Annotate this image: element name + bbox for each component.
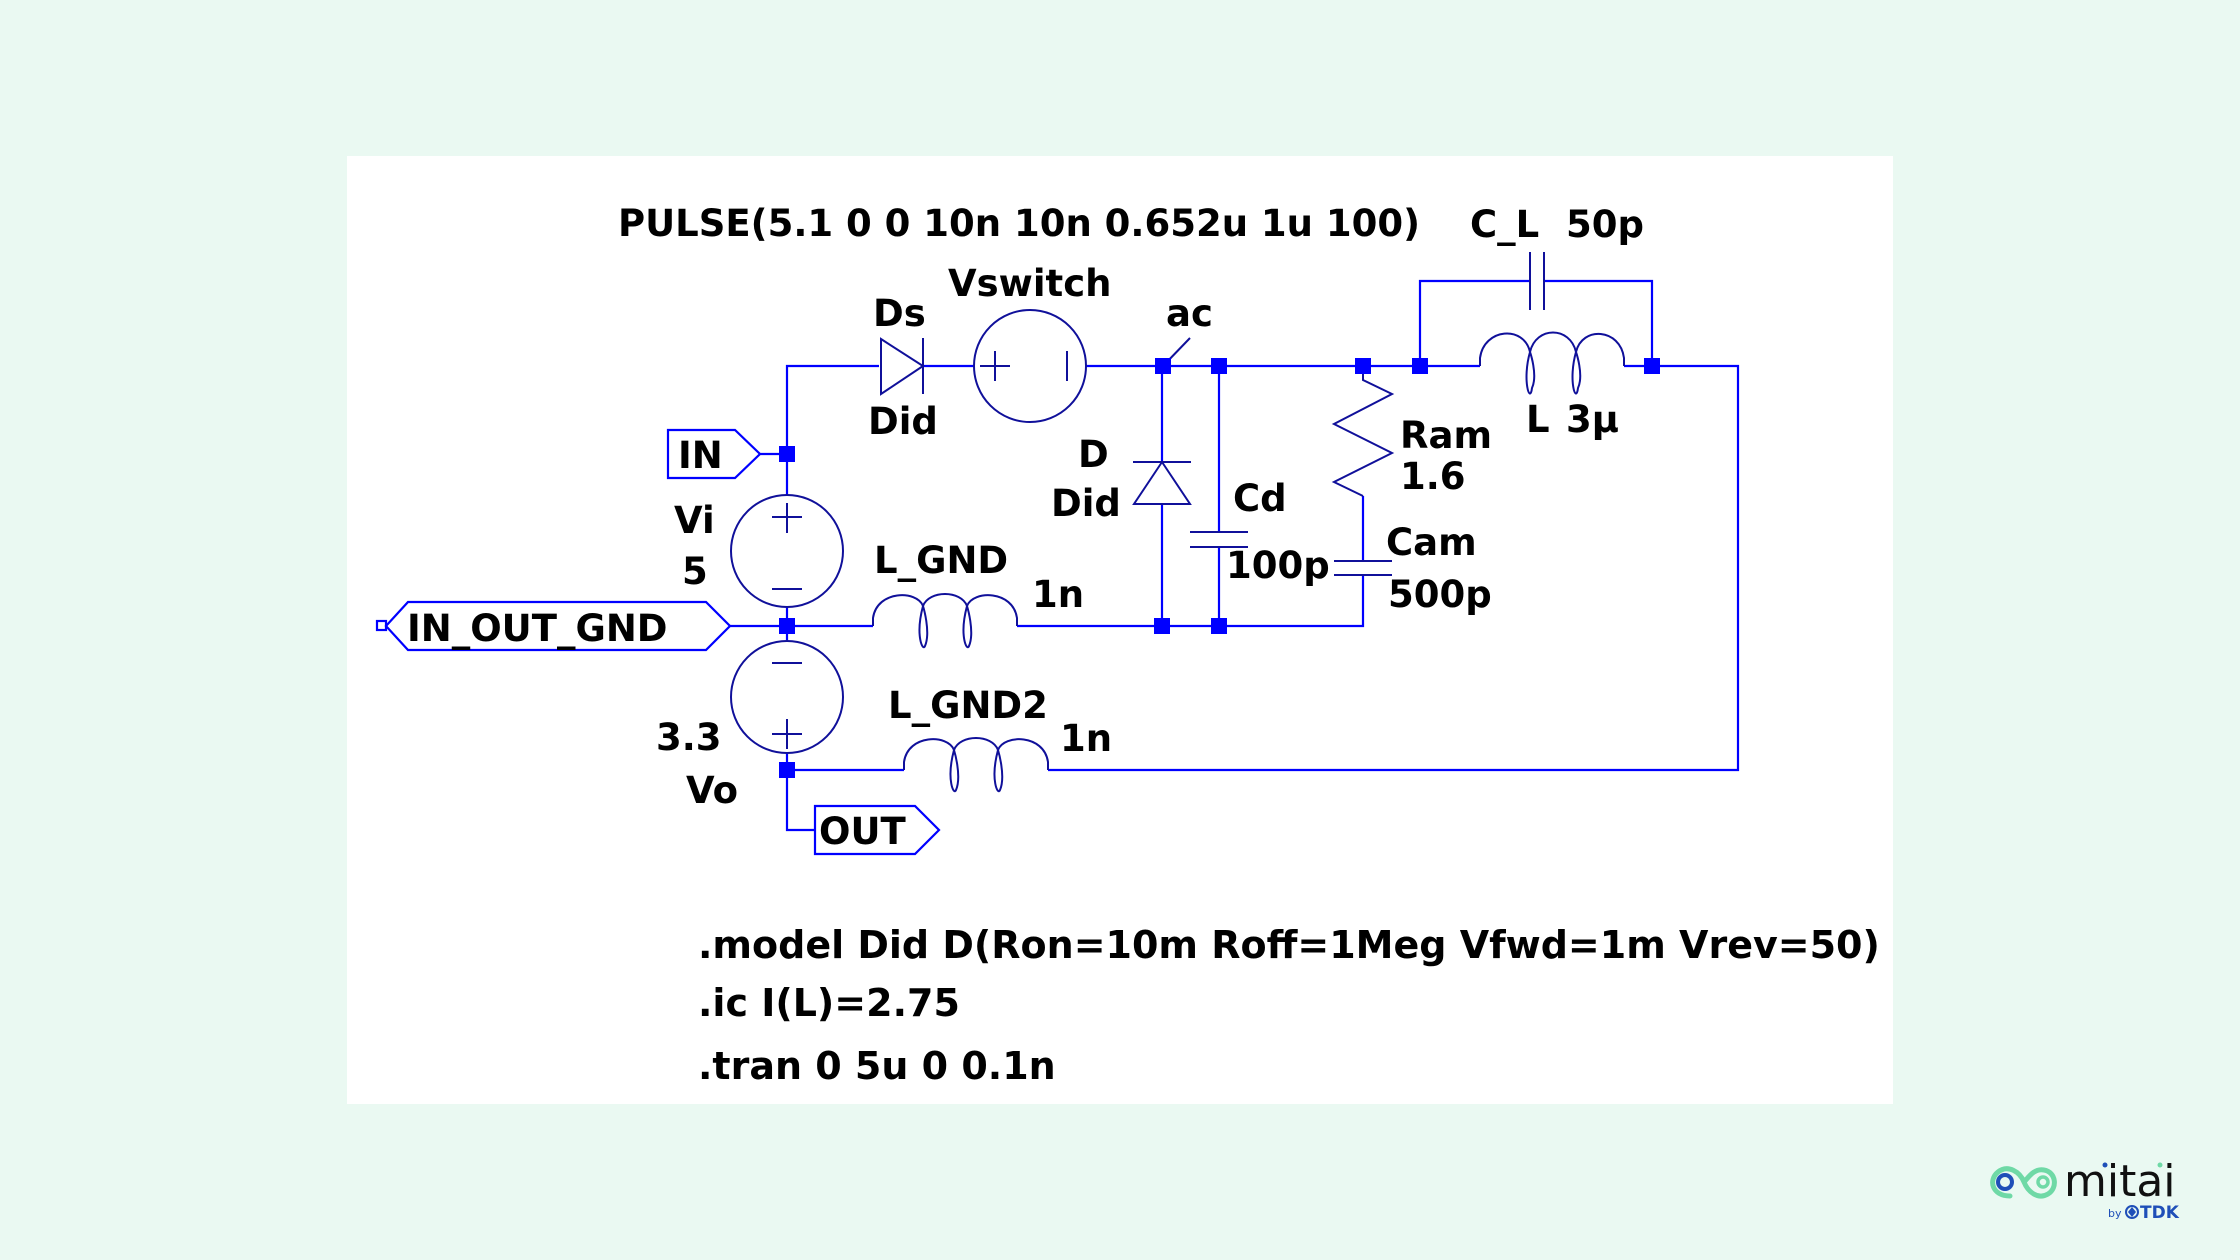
node-d-gnd: [1154, 618, 1170, 634]
node-out: [779, 762, 795, 778]
c-l-name: C_L: [1470, 203, 1539, 246]
directive-tran[interactable]: .tran 0 5u 0 0.1n: [698, 1044, 1056, 1088]
ds-model: Did: [868, 400, 938, 443]
l-gnd2-name: L_GND2: [888, 684, 1048, 727]
inductor-l-gnd2[interactable]: [903, 737, 1049, 793]
vi-value: 5: [682, 550, 708, 593]
d-name: D: [1078, 433, 1109, 476]
l-name: L: [1526, 398, 1550, 441]
voltage-source-vswitch[interactable]: [973, 309, 1087, 423]
mitai-logo: mitai by TDK: [1990, 1158, 2180, 1222]
mitai-infinity-icon: [1990, 1166, 2057, 1199]
directive-model[interactable]: .model Did D(Ron=10m Roff=1Meg Vfwd=1m V…: [698, 923, 1880, 967]
node-in: [779, 446, 795, 462]
net-label-out-text: OUT: [819, 810, 906, 853]
wire-vo-out: [785, 754, 815, 832]
schematic-panel: [347, 156, 1893, 1104]
diode-d[interactable]: [1132, 460, 1192, 505]
node-ram-top: [1355, 358, 1371, 374]
node-cd-top: [1211, 358, 1227, 374]
capacitor-cam[interactable]: [1334, 560, 1392, 576]
diode-ds[interactable]: [880, 337, 925, 396]
net-label-in-out-gnd[interactable]: IN_OUT_GND: [375, 600, 732, 652]
cam-name: Cam: [1386, 521, 1477, 564]
ds-name: Ds: [873, 292, 926, 335]
vswitch-pulse-spec: PULSE(5.1 0 0 10n 10n 0.652u 1u 100): [618, 202, 1420, 245]
vswitch-name: Vswitch: [948, 262, 1111, 305]
wire-cl-left: [1418, 279, 1530, 366]
voltage-source-vi[interactable]: [730, 494, 844, 608]
wire-in-top: [785, 364, 879, 494]
cam-value: 500p: [1388, 573, 1492, 616]
net-label-in[interactable]: IN: [666, 428, 762, 480]
vo-name: Vo: [686, 769, 738, 812]
l-gnd2-value: 1n: [1060, 717, 1112, 760]
vo-value: 3.3: [656, 716, 722, 759]
c-l-value: 50p: [1566, 203, 1644, 246]
capacitor-cd[interactable]: [1190, 531, 1248, 548]
vi-name: Vi: [674, 499, 715, 542]
brand-i-dot-green: [2157, 1162, 2163, 1168]
ram-name: Ram: [1400, 414, 1492, 457]
l-gnd-name: L_GND: [874, 539, 1008, 582]
resistor-ram[interactable]: [1331, 374, 1395, 497]
d-model: Did: [1051, 482, 1121, 525]
brand-company: TDK: [2140, 1203, 2180, 1222]
node-cl-right: [1644, 358, 1660, 374]
capacitor-c-l[interactable]: [1529, 252, 1545, 310]
node-cd-gnd: [1211, 618, 1227, 634]
cd-value: 100p: [1226, 544, 1330, 587]
directive-ic[interactable]: .ic I(L)=2.75: [698, 981, 960, 1025]
net-label-in-out-gnd-text: IN_OUT_GND: [407, 607, 668, 650]
brand-i-dot-blue: [2102, 1162, 2108, 1168]
l-value: 3μ: [1566, 398, 1619, 441]
junction-nodes: [779, 358, 1660, 778]
node-cl-left: [1412, 358, 1428, 374]
ac-net-name: ac: [1166, 292, 1213, 335]
net-label-out[interactable]: OUT: [813, 804, 941, 856]
brand-by: by: [2108, 1207, 2122, 1220]
inductor-l-gnd[interactable]: [872, 593, 1018, 649]
wire-right-rail: [1048, 364, 1740, 772]
inductor-l[interactable]: [1479, 331, 1625, 395]
l-gnd-value: 1n: [1032, 573, 1084, 616]
voltage-source-vo[interactable]: [730, 640, 844, 754]
cd-name: Cd: [1233, 477, 1287, 520]
net-label-in-text: IN: [678, 434, 723, 477]
wire-cl-right: [1544, 279, 1654, 366]
tdk-emblem-icon: [2125, 1205, 2139, 1219]
brand-name: mitai: [2064, 1158, 2176, 1207]
wires: [730, 279, 1740, 832]
ram-value: 1.6: [1400, 455, 1466, 498]
node-gnd-vi: [779, 618, 795, 634]
wire-cam-gnd: [1017, 575, 1365, 628]
node-ac: [1155, 358, 1171, 374]
